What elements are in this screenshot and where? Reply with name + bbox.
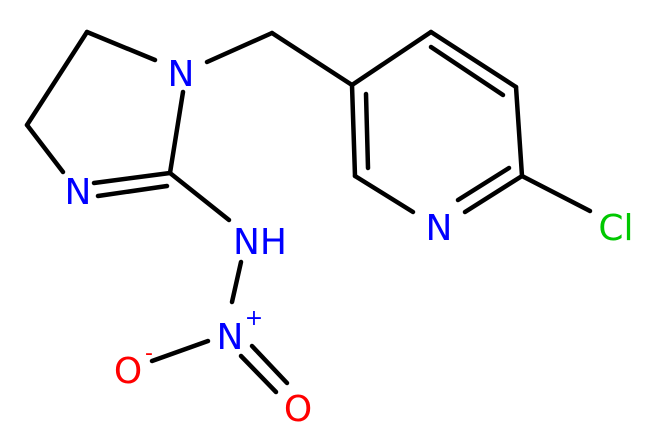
- bond-n-nitro-o-double-2: [238, 353, 279, 395]
- bond-py-c6-n: [462, 173, 525, 215]
- bond-ch2-ch2: [24, 29, 90, 128]
- bond-c2-n1: [167, 89, 186, 176]
- atom-cl: Cl: [598, 208, 633, 249]
- atom-n-pyridine: N: [426, 208, 453, 249]
- bond-c6-cl: [519, 173, 593, 214]
- bond-py-c2-c3: [349, 82, 358, 179]
- atom-o-minus: O: [114, 351, 142, 392]
- atom-n-imine: N: [65, 172, 92, 213]
- atom-o-double: O: [284, 389, 312, 430]
- bond-n1-ch2: [84, 29, 158, 63]
- atom-n-ring: N: [168, 54, 195, 95]
- bond-py-c5-c6: [513, 84, 525, 179]
- bond-ch2-n-imine: [24, 122, 66, 175]
- bond-py-c6-n-inner: [455, 165, 512, 203]
- bond-py-c3-c4: [349, 29, 434, 88]
- atom-nh: NH: [233, 222, 287, 263]
- atom-n-nitro-charge: +: [245, 306, 263, 331]
- bond-n-imine-c2-double: [95, 183, 170, 199]
- bond-n-imine-c2: [91, 170, 173, 186]
- bond-n1-ch2-linker: [204, 30, 275, 65]
- bond-c2-nh: [167, 170, 232, 223]
- bond-py-c4-c5-inner: [428, 44, 506, 98]
- bond-linker-pyridine: [269, 30, 355, 88]
- bond-py-c4-c5: [428, 29, 519, 90]
- atom-o-minus-charge: -: [145, 341, 153, 366]
- bond-n-nitro-o-double: [249, 343, 290, 386]
- bond-py-n-c2: [352, 173, 416, 215]
- atom-n-nitro: N: [217, 317, 244, 358]
- bond-n-nitro-o-minus: [149, 338, 211, 364]
- bond-nh-n-nitro: [229, 259, 244, 305]
- bond-py-c2-c3-inner: [363, 91, 371, 171]
